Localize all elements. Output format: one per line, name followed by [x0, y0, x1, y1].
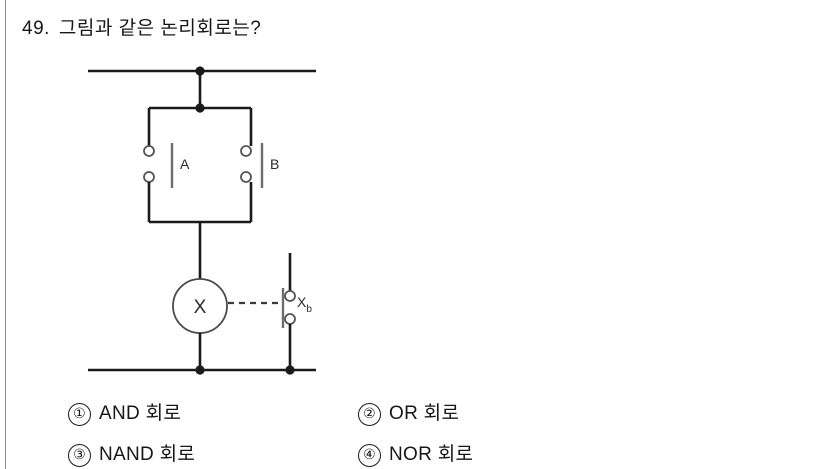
question-number: 49.: [22, 18, 50, 39]
option-2-marker: ②: [358, 403, 381, 426]
contact-xb-label: Xb: [297, 294, 312, 315]
relay-circuit-diagram: A B X: [88, 66, 316, 375]
relay-coil-label: X: [194, 297, 207, 318]
option-2[interactable]: ② OR 회로: [358, 398, 459, 426]
junction-dot-bottom-coil: [195, 365, 205, 375]
contact-xb-upper-terminal: [284, 290, 296, 302]
option-3-marker: ③: [68, 444, 91, 467]
circuit-figure: A B X: [0, 48, 420, 388]
option-4[interactable]: ④ NOR 회로: [358, 439, 473, 467]
option-4-label: NOR 회로: [389, 444, 474, 465]
switch-b-lower-terminal: [240, 171, 252, 183]
junction-dot-upper-bridge: [195, 103, 205, 113]
contact-xb-lower-terminal: [284, 313, 296, 325]
junction-dot-bottom-contact: [285, 365, 295, 375]
page-edge-line: [5, 0, 6, 469]
question-text: 그림과 같은 논리회로는?: [58, 18, 262, 39]
switch-b-upper-terminal: [240, 145, 252, 157]
option-1-marker: ①: [68, 403, 91, 426]
switch-a-lower-terminal: [143, 171, 155, 183]
switch-b-label: B: [270, 156, 279, 172]
option-2-label: OR 회로: [389, 403, 460, 424]
contact-xb-label-subscript: b: [306, 304, 312, 315]
answer-options: ① AND 회로 ② OR 회로 ③ NAND 회로 ④ NOR 회로: [0, 392, 826, 469]
switch-a-upper-terminal: [143, 145, 155, 157]
switch-a-label: A: [180, 156, 190, 172]
option-3[interactable]: ③ NAND 회로: [68, 439, 195, 467]
option-3-label: NAND 회로: [99, 444, 196, 465]
option-1-label: AND 회로: [99, 403, 182, 424]
option-4-marker: ④: [358, 444, 381, 467]
option-1[interactable]: ① AND 회로: [68, 398, 181, 426]
junction-dot-top-rail: [195, 66, 205, 76]
question-stem: 49. 그림과 같은 논리회로는?: [22, 13, 261, 40]
contact-xb-label-main: X: [297, 294, 307, 310]
